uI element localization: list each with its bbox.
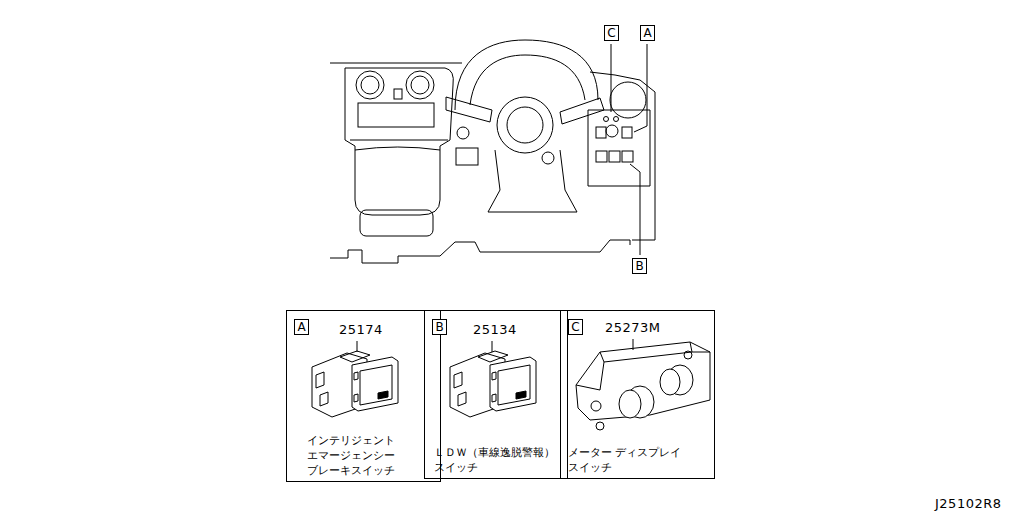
part-description: ＬＤＷ（車線逸脱警報） スイッチ — [434, 445, 564, 475]
part-panel: 25273M メーター ディスプレイ スイッチ C — [560, 310, 715, 479]
part-description: メーター ディスプレイ スイッチ — [568, 445, 698, 475]
callout-letter-box: C — [568, 319, 583, 335]
callout-letter-box: B — [432, 319, 447, 335]
drawing-code: J25102R8 — [935, 496, 1002, 511]
part-number: 25174 — [339, 322, 383, 337]
callout-letter: B — [435, 321, 443, 333]
callout-letter: A — [297, 321, 305, 333]
callout-letter: B — [635, 260, 643, 272]
callout-letter: C — [607, 27, 615, 39]
callout-letter: C — [571, 321, 579, 333]
part-panel: 25174 インテリジェント エマージェンシー ブレーキスイッチ A — [286, 310, 441, 482]
part-description: インテリジェント エマージェンシー ブレーキスイッチ — [307, 433, 437, 478]
callout-letter-box: B — [632, 258, 647, 274]
callout-letter: A — [643, 27, 651, 39]
part-number: 25273M — [605, 320, 661, 335]
callout-letter-box: C — [604, 25, 619, 41]
part-panel: 25134ＬＤＷ（車線逸脱警報） スイッチ B — [424, 310, 568, 479]
callout-letter-box: A — [640, 25, 655, 41]
part-number: 25134 — [473, 322, 517, 337]
callout-letter-box: A — [294, 319, 309, 335]
